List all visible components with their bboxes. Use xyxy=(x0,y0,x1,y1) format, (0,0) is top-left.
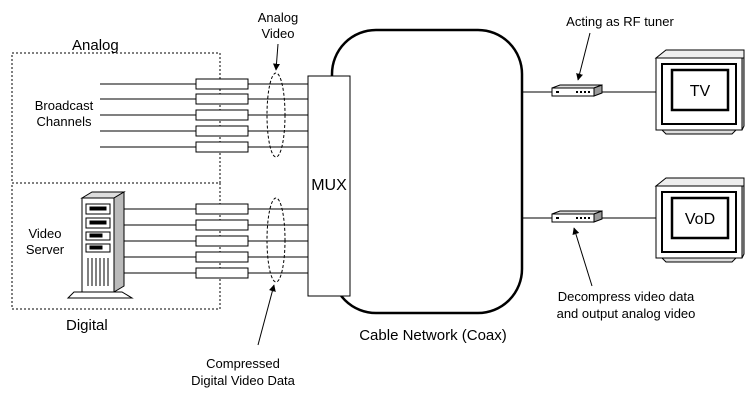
compressed-label-1: Compressed xyxy=(206,356,280,371)
compressed-label-2: Digital Video Data xyxy=(191,373,296,388)
modulator-block xyxy=(195,93,249,105)
rf-tuner-label: Acting as RF tuner xyxy=(566,14,674,29)
modulator-block xyxy=(195,235,249,247)
television-icon xyxy=(654,177,745,263)
digital-modulators xyxy=(195,203,249,279)
modulator-block xyxy=(195,219,249,231)
analog-bundle-ellipse xyxy=(266,72,286,158)
digital-group-box xyxy=(11,182,221,310)
decompress-label-2: and output analog video xyxy=(557,306,696,321)
mux-block xyxy=(307,75,351,297)
analog-modulators xyxy=(195,78,249,153)
broadcast-label-2: Channels xyxy=(37,114,92,129)
digital-bundle-ellipse xyxy=(266,197,286,283)
digital-group-label: Digital xyxy=(66,317,108,334)
modulator-block xyxy=(195,267,249,279)
rf-tuner-pointer xyxy=(576,32,591,81)
video-server-tower-icon xyxy=(66,191,134,299)
analog-video-label-2: Video xyxy=(261,26,294,41)
decompress-pointer xyxy=(572,227,593,287)
analog-group-label: Analog xyxy=(72,37,119,54)
television-icon xyxy=(654,49,745,135)
set-top-box-icon xyxy=(551,210,603,223)
modulator-block xyxy=(195,203,249,215)
broadcast-label-1: Broadcast xyxy=(35,98,94,113)
decompress-label-1: Decompress video data xyxy=(558,289,695,304)
cable-network-cloud xyxy=(330,28,524,315)
video-server-label-2: Server xyxy=(26,242,65,257)
tv-screen-label: TV xyxy=(690,83,711,100)
mux-label: MUX xyxy=(311,177,347,194)
modulator-block xyxy=(195,251,249,263)
compressed-data-pointer xyxy=(257,284,276,346)
modulator-block xyxy=(195,125,249,137)
vod-screen-label: VoD xyxy=(685,211,715,228)
set-top-box-icon xyxy=(551,84,603,97)
modulator-block xyxy=(195,78,249,90)
modulator-block xyxy=(195,109,249,121)
analog-video-label-1: Analog xyxy=(258,10,298,25)
analog-video-pointer xyxy=(272,43,280,71)
modulator-block xyxy=(195,141,249,153)
cable-network-label: Cable Network (Coax) xyxy=(359,327,507,344)
video-server-label-1: Video xyxy=(28,226,61,241)
